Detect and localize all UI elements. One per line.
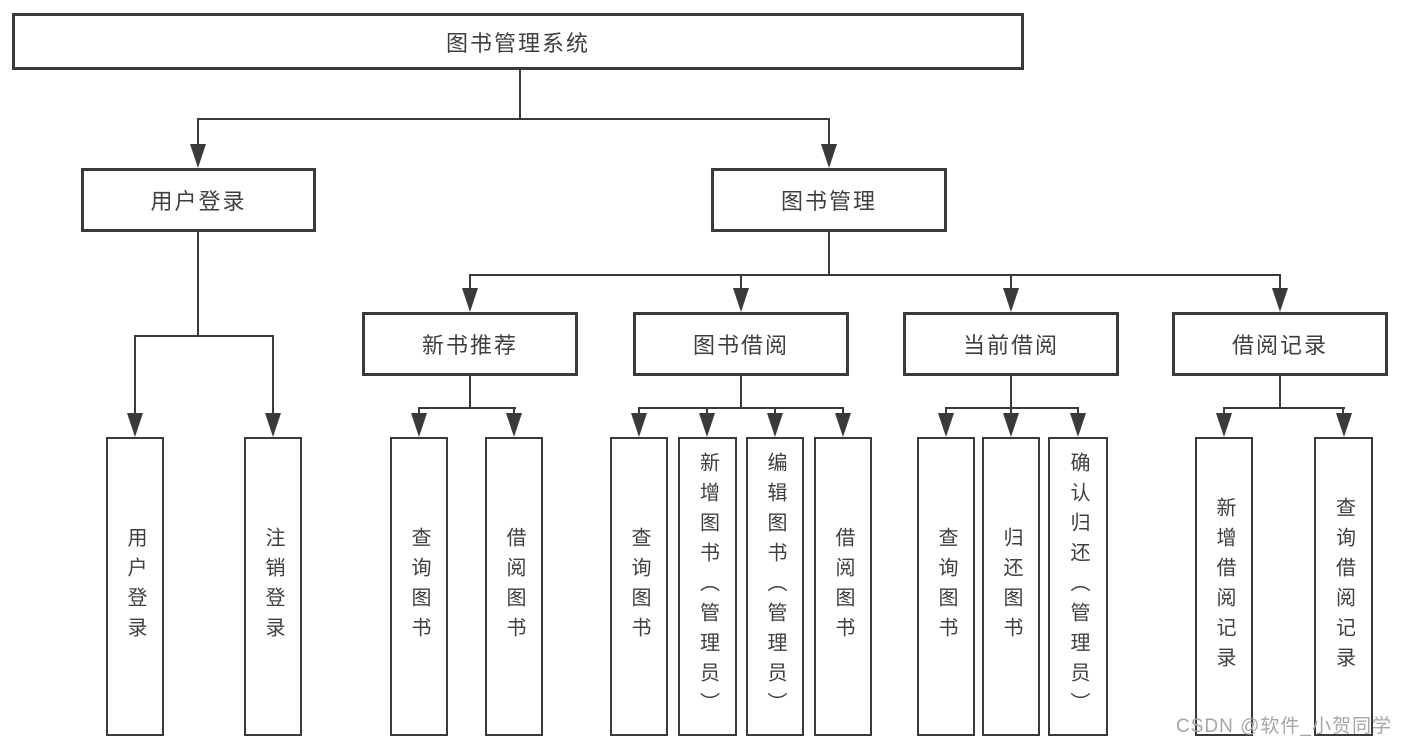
arrowhead-nb-query — [411, 413, 427, 437]
csdn-watermark: CSDN @软件_小贺同学 — [1176, 716, 1392, 737]
arrowhead-user-login — [190, 144, 206, 168]
arrowhead-leaf-login — [127, 413, 143, 437]
connector-book-borrow-stem — [740, 376, 742, 407]
arrowhead-leaf-logout — [265, 413, 281, 437]
leaf-add-borrow-record: 新增借阅记录 — [1195, 437, 1253, 736]
leaf-confirm-return-admin: 确认归还（管理员） — [1048, 437, 1108, 736]
connector-drop-user-login — [197, 118, 199, 148]
arrowhead-new-book — [462, 288, 478, 312]
connector-root-stem — [519, 70, 521, 118]
connector-drop-br-query — [1342, 407, 1344, 417]
arrowhead-br-add — [1216, 413, 1232, 437]
arrowhead-nb-borrow — [506, 413, 522, 437]
connector-drop-new-book — [469, 274, 471, 292]
connector-drop-cb-confirm — [1077, 407, 1079, 417]
arrowhead-book-management — [821, 144, 837, 168]
connector-drop-leaf-login — [134, 335, 136, 415]
leaf-borrow-books-borrow: 借阅图书 — [814, 437, 872, 736]
arrowhead-bb-edit — [767, 413, 783, 437]
connector-borrow-record-bar — [1223, 407, 1345, 409]
connector-book-mgmt-stem — [828, 232, 830, 274]
connector-drop-book-borrow — [740, 274, 742, 292]
connector-new-book-stem — [469, 376, 471, 407]
arrowhead-current-borrow — [1003, 288, 1019, 312]
arrowhead-cb-confirm — [1070, 413, 1086, 437]
connector-borrow-record-stem — [1279, 376, 1281, 407]
connector-root-bar — [197, 118, 830, 120]
connector-drop-bb-borrow — [842, 407, 844, 417]
connector-drop-leaf-logout — [272, 335, 274, 415]
connector-drop-br-add — [1223, 407, 1225, 417]
node-borrowing-records: 借阅记录 — [1172, 312, 1388, 376]
connector-current-borrow-bar — [945, 407, 1079, 409]
node-new-book-recommend: 新书推荐 — [362, 312, 578, 376]
arrowhead-bb-borrow — [835, 413, 851, 437]
connector-book-borrow-bar — [638, 407, 844, 409]
connector-drop-current-borrow — [1010, 274, 1012, 292]
arrowhead-bb-query — [631, 413, 647, 437]
connector-drop-book-management — [828, 118, 830, 148]
arrowhead-bb-add — [699, 413, 715, 437]
connector-drop-nb-query — [418, 407, 420, 417]
connector-user-login-stem — [197, 232, 199, 335]
node-book-management: 图书管理 — [711, 168, 947, 232]
arrowhead-borrow-record — [1272, 288, 1288, 312]
arrowhead-book-borrow — [733, 288, 749, 312]
leaf-add-books-admin: 新增图书（管理员） — [678, 437, 737, 736]
connector-drop-bb-edit — [774, 407, 776, 417]
leaf-borrow-books-newbook: 借阅图书 — [485, 437, 543, 736]
node-book-management-system: 图书管理系统 — [12, 13, 1024, 70]
leaf-return-books: 归还图书 — [982, 437, 1040, 736]
connector-drop-nb-borrow — [513, 407, 515, 417]
connector-book-mgmt-bar — [469, 274, 1281, 276]
arrowhead-cb-query — [938, 413, 954, 437]
arrowhead-cb-return — [1003, 413, 1019, 437]
connector-drop-bb-add — [706, 407, 708, 417]
node-current-borrowing: 当前借阅 — [903, 312, 1119, 376]
leaf-query-books-current: 查询图书 — [917, 437, 975, 736]
connector-new-book-bar — [418, 407, 516, 409]
connector-drop-cb-return — [1010, 407, 1012, 417]
leaf-user-login: 用户登录 — [106, 437, 164, 736]
leaf-query-borrow-record: 查询借阅记录 — [1314, 437, 1373, 736]
arrowhead-br-query — [1336, 413, 1352, 437]
node-book-borrowing: 图书借阅 — [633, 312, 849, 376]
connector-drop-bb-query — [638, 407, 640, 417]
node-user-login: 用户登录 — [81, 168, 316, 232]
leaf-logout: 注销登录 — [244, 437, 302, 736]
leaf-query-books-borrow: 查询图书 — [610, 437, 668, 736]
connector-current-borrow-stem — [1010, 376, 1012, 407]
leaf-query-books-newbook: 查询图书 — [390, 437, 448, 736]
connector-drop-borrow-record — [1279, 274, 1281, 292]
leaf-edit-books-admin: 编辑图书（管理员） — [746, 437, 804, 736]
connector-user-login-bar — [134, 335, 274, 337]
connector-drop-cb-query — [945, 407, 947, 417]
